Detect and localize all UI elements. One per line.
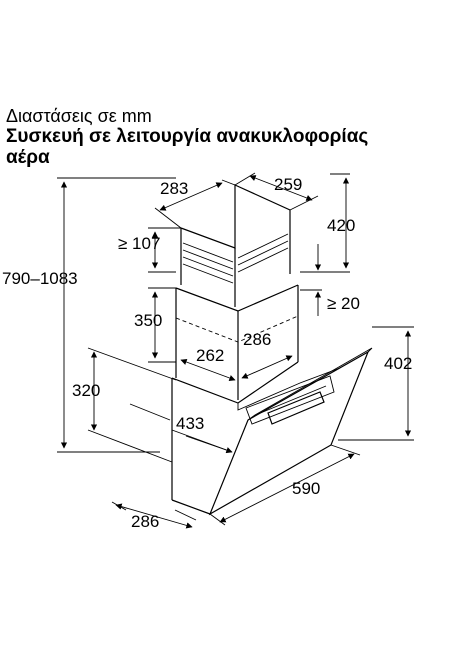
chimney-vent-slots (182, 233, 289, 284)
page-title: Συσκευή σε λειτουργία ανακυκλοφορίας (6, 126, 369, 147)
dim-inner-depth: 286 (243, 330, 271, 349)
dim-hood-width: 590 (292, 479, 320, 498)
dim-base-depth: 286 (131, 512, 159, 531)
heading: Διαστάσεις σε mm Συσκευή σε λειτουργία α… (6, 106, 466, 168)
dim-min-gap-top: ≥ 107 (118, 234, 160, 253)
dim-body-height-right: 402 (384, 354, 412, 373)
page-title-line2: αέρα (6, 147, 50, 168)
dim-total-height: 790–1083 (2, 269, 78, 288)
dim-chimney-top-height: 420 (327, 216, 355, 235)
dim-chimney-width-top: 259 (274, 175, 302, 194)
dim-chimney-lower-height: 350 (134, 311, 162, 330)
dim-body-depth: 433 (176, 414, 204, 433)
dim-body-height-left: 320 (72, 381, 100, 400)
dim-inner-width: 262 (196, 346, 224, 365)
dimension-lines (57, 172, 414, 529)
dim-chimney-depth-top: 283 (160, 179, 188, 198)
dim-min-overlap: ≥ 20 (327, 294, 360, 313)
units-note: Διαστάσεις σε mm (6, 106, 152, 126)
